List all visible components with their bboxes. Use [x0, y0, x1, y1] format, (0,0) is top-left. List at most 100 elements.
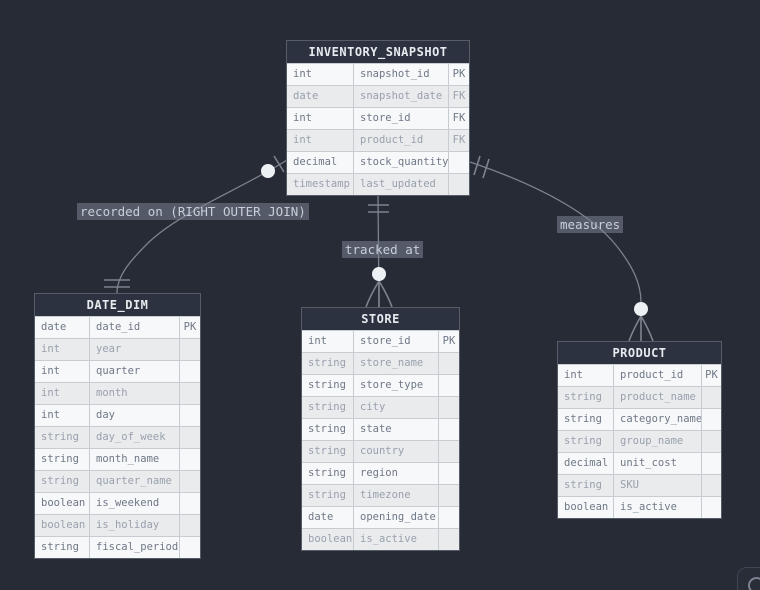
- field-key: [701, 475, 721, 496]
- field-type: boolean: [41, 519, 86, 531]
- field-name: region: [353, 463, 438, 484]
- field-name: city: [353, 397, 438, 418]
- field-type: decimal: [293, 156, 338, 168]
- field-key: [179, 537, 200, 558]
- field-type: date: [308, 511, 334, 523]
- field-type: int: [564, 369, 583, 381]
- field-type: string: [41, 431, 79, 443]
- field-key: FK: [448, 86, 469, 107]
- cardinality-zero-circle: [634, 302, 648, 316]
- field-type: string: [564, 413, 602, 425]
- field-key: [438, 463, 459, 484]
- field-type: decimal: [564, 457, 609, 469]
- field-type: string: [564, 391, 602, 403]
- field-type: string: [308, 379, 346, 391]
- field-name: group_name: [613, 431, 701, 452]
- field-type: int: [293, 134, 312, 146]
- field-key: [179, 449, 200, 470]
- field-type: string: [308, 357, 346, 369]
- edge-recorded-on: [116, 159, 288, 294]
- field-key: [438, 529, 459, 550]
- field-type: int: [293, 68, 312, 80]
- field-key: FK: [448, 130, 469, 151]
- field-key: [438, 441, 459, 462]
- field-key: [438, 485, 459, 506]
- field-type: string: [308, 489, 346, 501]
- field-key: PK: [179, 317, 200, 338]
- field-type: string: [564, 479, 602, 491]
- field-key: [701, 431, 721, 452]
- field-name: store_id: [353, 331, 438, 352]
- cardinality-zero-circle: [372, 267, 386, 281]
- field-key: [438, 507, 459, 528]
- field-name: product_id: [613, 365, 701, 386]
- field-name: quarter: [89, 361, 179, 382]
- field-name: day: [89, 405, 179, 426]
- field-name: date_id: [89, 317, 179, 338]
- field-key: [179, 471, 200, 492]
- field-name: year: [89, 339, 179, 360]
- crow-foot-icon: [365, 280, 393, 308]
- crow-foot-icon: [628, 315, 654, 342]
- cardinality-zero-circle: [261, 164, 275, 178]
- field-key: [701, 409, 721, 430]
- field-name: product_id: [353, 130, 448, 151]
- field-key: PK: [701, 365, 721, 386]
- corner-control-icon: [748, 577, 760, 590]
- field-type: string: [308, 401, 346, 413]
- field-key: [438, 353, 459, 374]
- field-key: FK: [448, 108, 469, 129]
- field-type: string: [41, 541, 79, 553]
- field-type: date: [41, 321, 67, 333]
- entity-field-row: string SKU: [558, 474, 721, 496]
- field-key: PK: [438, 331, 459, 352]
- field-type: timestamp: [293, 178, 350, 190]
- field-key: [179, 427, 200, 448]
- entity-title: INVENTORY_SNAPSHOT: [287, 41, 469, 63]
- field-type: int: [293, 112, 312, 124]
- field-name: snapshot_date: [353, 86, 448, 107]
- field-name: is_weekend: [89, 493, 179, 514]
- field-name: store_id: [353, 108, 448, 129]
- field-name: SKU: [613, 475, 701, 496]
- relationship-label-tracked-at: tracked at: [342, 241, 424, 258]
- field-name: is_active: [613, 497, 701, 518]
- field-key: [448, 174, 469, 195]
- field-name: stock_quantity: [353, 152, 448, 173]
- field-type: boolean: [41, 497, 86, 509]
- corner-control-button[interactable]: [737, 567, 760, 590]
- entity-title: DATE_DIM: [35, 294, 200, 316]
- entity-title: PRODUCT: [558, 342, 721, 364]
- field-type: boolean: [564, 501, 609, 513]
- cardinality-one-tick: [273, 155, 285, 173]
- field-type: date: [293, 90, 319, 102]
- field-key: [179, 383, 200, 404]
